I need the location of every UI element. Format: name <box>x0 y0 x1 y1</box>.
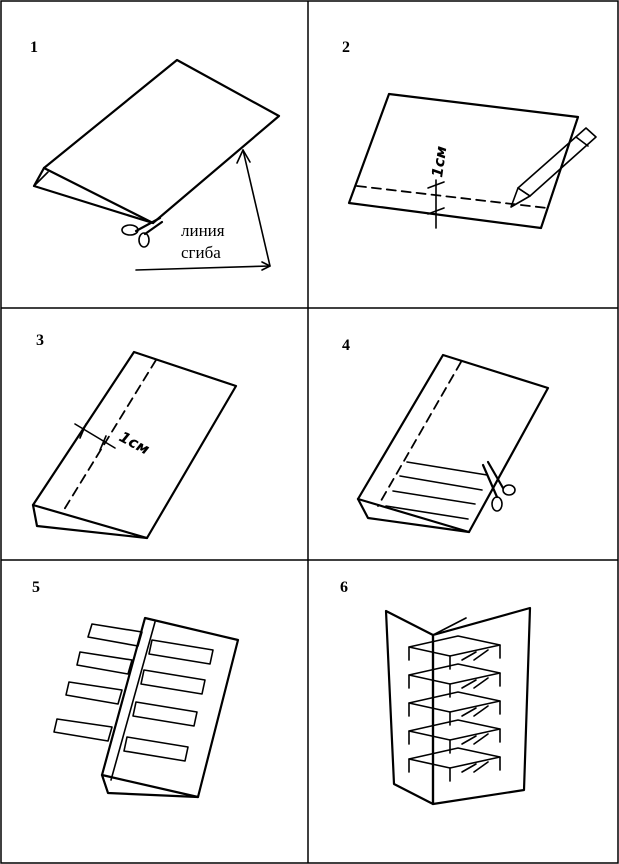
sheet-drawing <box>347 92 580 230</box>
scissors-icon <box>481 460 516 512</box>
measure-label: 1см <box>116 428 152 459</box>
pencil-icon <box>510 127 597 208</box>
step-1-panel: 1 линия сгиба <box>30 39 281 271</box>
scissors-icon <box>121 216 164 248</box>
step-6-panel: 6 <box>340 579 532 806</box>
step-5-number: 5 <box>32 579 40 596</box>
step-2-number: 2 <box>342 39 350 56</box>
folded-sheet-drawing <box>32 58 281 225</box>
folded-sheet-drawing <box>31 350 238 540</box>
popup-card-drawing <box>384 606 532 806</box>
step-4-panel: 4 <box>342 337 550 534</box>
step-2-panel: 2 1см <box>342 39 597 230</box>
fold-line-arrow <box>135 149 271 271</box>
step-5-panel: 5 <box>32 579 240 799</box>
step-3-panel: 3 1см <box>31 332 238 540</box>
folded-sheet-drawing <box>356 353 550 534</box>
step-1-number: 1 <box>30 39 38 56</box>
measure-label: 1см <box>428 145 450 179</box>
fold-line-label-line2: сгиба <box>181 243 221 262</box>
step-4-number: 4 <box>342 337 350 354</box>
step-3-number: 3 <box>36 332 44 349</box>
step-6-number: 6 <box>340 579 348 596</box>
fold-line-label-line1: линия <box>181 221 225 240</box>
cut-strips-drawing <box>53 616 240 799</box>
